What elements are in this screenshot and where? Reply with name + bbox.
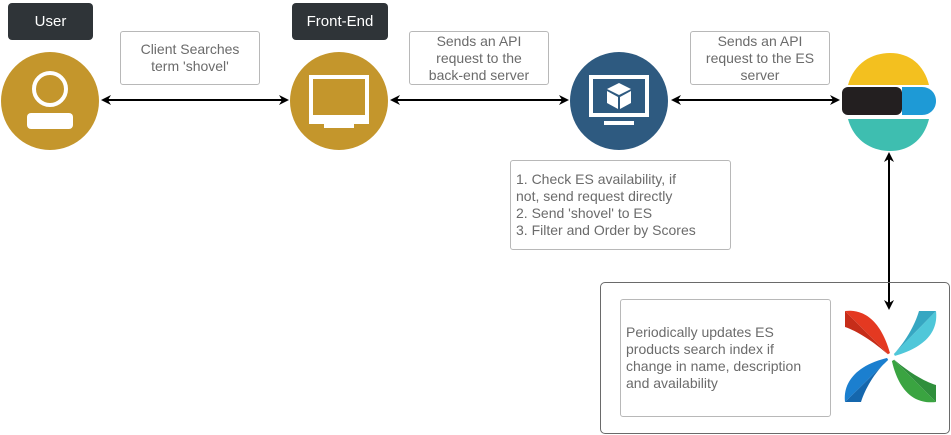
note-api-backend: Sends an API request to the back-end ser…	[409, 31, 549, 85]
backend-node	[570, 52, 668, 150]
frontend-node	[290, 52, 388, 150]
elasticsearch-logo-icon	[842, 53, 936, 151]
airflow-pinwheel-icon	[844, 310, 937, 403]
user-icon	[27, 71, 73, 129]
note-backend-steps: 1. Check ES availability, if not, send r…	[510, 160, 731, 250]
user-label: User	[8, 3, 93, 40]
server-monitor-icon	[589, 75, 649, 125]
monitor-icon	[309, 75, 369, 128]
note-api-es: Sends an API request to the ES server	[690, 31, 830, 85]
note-client-search: Client Searches term 'shovel'	[120, 31, 260, 85]
airflow-group	[600, 282, 950, 434]
frontend-label: Front-End	[292, 3, 388, 40]
note-airflow-updates: Periodically updates ES products search …	[620, 299, 831, 417]
user-node	[1, 52, 99, 150]
